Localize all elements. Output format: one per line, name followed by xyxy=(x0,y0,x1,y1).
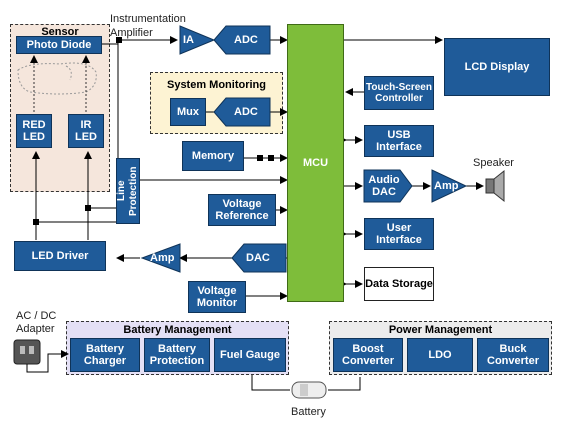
fuel-gauge-block: Fuel Gauge xyxy=(214,338,286,372)
speaker-icon xyxy=(485,169,505,203)
adc-top-shape xyxy=(213,25,271,55)
battery-protection-block: Battery Protection xyxy=(144,338,210,372)
system-monitoring-title: System Monitoring xyxy=(166,79,266,91)
audio-dac-text: Audio DAC xyxy=(368,174,400,198)
battery-icon xyxy=(291,381,327,399)
adc-sys-label: ADC xyxy=(234,106,258,118)
line-protection-text: Line Protection xyxy=(116,166,139,216)
audio-dac-label: Audio DAC xyxy=(366,174,402,198)
line-protection-block: Line Protection xyxy=(116,158,140,224)
junction-ia xyxy=(116,37,122,43)
junction-red xyxy=(33,219,39,225)
junction-ir xyxy=(85,205,91,211)
battery-management-title: Battery Management xyxy=(123,324,232,336)
audio-dac-shape xyxy=(363,169,413,203)
adc-top-label: ADC xyxy=(234,34,258,46)
power-management-title: Power Management xyxy=(388,324,493,336)
usb-interface-block: USB Interface xyxy=(364,125,434,157)
ir-led-block: IR LED xyxy=(68,114,104,148)
ac-dc-adapter-text: AC / DC Adapter xyxy=(16,310,57,335)
touch-screen-controller-block: Touch-Screen Controller xyxy=(364,76,434,110)
wire-adapter-charger xyxy=(26,350,69,373)
adapter-icon xyxy=(13,339,41,365)
instrumentation-amplifier-text: Instrumentation Amplifier xyxy=(110,13,186,39)
lcd-display-block: LCD Display xyxy=(444,38,550,96)
battery-label: Battery xyxy=(291,406,326,418)
ldo-block: LDO xyxy=(407,338,473,372)
ia-triangle xyxy=(179,25,216,55)
wire-junction-loop xyxy=(36,204,119,223)
mux-block: Mux xyxy=(170,98,206,126)
buck-converter-block: Buck Converter xyxy=(477,338,549,372)
wire-battery xyxy=(251,375,290,391)
boost-converter-block: Boost Converter xyxy=(333,338,403,372)
wire-photodiode-ia xyxy=(100,36,178,45)
adc-sys-shape xyxy=(213,97,271,127)
amp-left-label: Amp xyxy=(150,252,175,264)
data-storage-block: Data Storage xyxy=(364,267,434,301)
photo-diode-block: Photo Diode xyxy=(16,36,102,54)
battery-charger-block: Battery Charger xyxy=(70,338,140,372)
amp-right-triangle xyxy=(431,169,468,203)
amp-left-triangle xyxy=(140,243,181,273)
voltage-reference-block: Voltage Reference xyxy=(208,194,276,226)
junction-memory-a xyxy=(257,155,263,161)
instrumentation-amplifier-label: Instrumentation Amplifier xyxy=(110,12,200,40)
junction-memory-b xyxy=(268,155,274,161)
finger-sketch xyxy=(17,62,97,95)
dac-label: DAC xyxy=(246,252,270,264)
ia-label: IA xyxy=(183,34,194,46)
mcu-block: MCU xyxy=(287,24,344,302)
red-led-block: RED LED xyxy=(16,114,52,148)
wire-battery-power xyxy=(328,377,361,391)
led-driver-block: LED Driver xyxy=(14,241,106,271)
ac-dc-adapter-label: AC / DC Adapter xyxy=(16,310,66,336)
user-interface-block: User Interface xyxy=(364,218,434,250)
speaker-label: Speaker xyxy=(473,157,514,169)
amp-right-label: Amp xyxy=(434,180,459,192)
voltage-monitor-block: Voltage Monitor xyxy=(188,281,246,313)
dac-shape xyxy=(231,243,287,273)
sensor-group-title: Sensor xyxy=(41,26,79,38)
memory-block: Memory xyxy=(182,141,244,171)
